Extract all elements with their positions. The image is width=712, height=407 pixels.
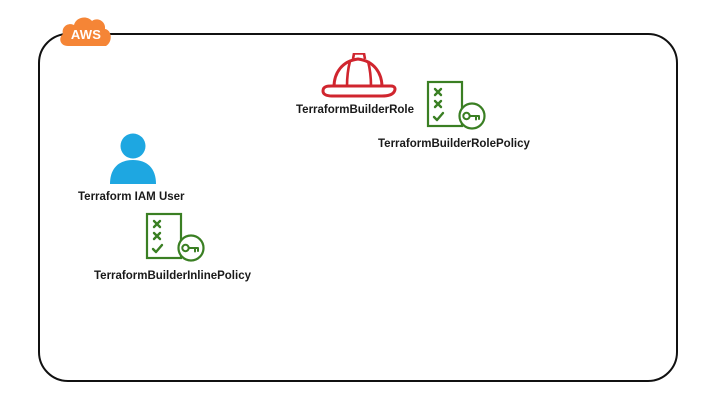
aws-group-frame — [38, 33, 678, 382]
aws-group-label: AWS — [70, 27, 102, 42]
role-label: TerraformBuilderRole — [296, 104, 415, 116]
user-icon — [110, 133, 156, 184]
inline-policy-label: TerraformBuilderInlinePolicy — [94, 270, 251, 282]
iam-user-label: Terraform IAM User — [78, 191, 185, 203]
hard-hat-icon — [321, 53, 397, 98]
inline-policy-icon — [145, 212, 205, 262]
role-policy-label: TerraformBuilderRolePolicy — [378, 138, 530, 150]
aws-cloud-icon — [60, 17, 111, 46]
role-policy-icon — [426, 80, 486, 130]
